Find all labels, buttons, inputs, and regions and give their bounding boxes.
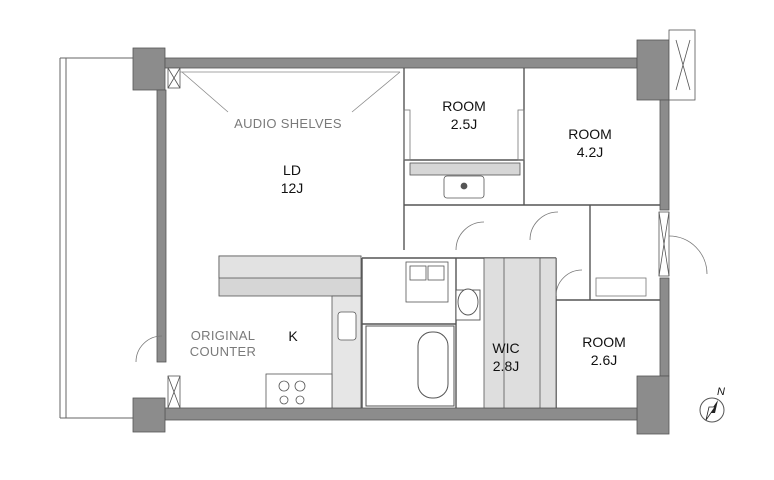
wic-size: 2.8J <box>492 357 520 374</box>
wic-name: WIC <box>492 340 520 356</box>
room-b-size: 4.2J <box>576 143 604 160</box>
windows <box>167 29 696 409</box>
room-a-name: ROOM <box>442 98 486 114</box>
compass-n: N <box>717 386 725 398</box>
room-label-wic: WIC 2.8J <box>476 340 536 375</box>
room-label-kitchen: K <box>278 328 308 346</box>
original-counter-line2: COUNTER <box>189 344 257 360</box>
room-label-room-a: ROOM 2.5J <box>434 98 494 133</box>
room-label-room-b: ROOM 4.2J <box>560 126 620 161</box>
audio-shelves-text: AUDIO SHELVES <box>234 116 342 131</box>
balcony <box>59 57 133 419</box>
ld-size: 12J <box>280 179 304 196</box>
room-label-ld: LD 12J <box>262 162 322 197</box>
compass-icon <box>699 397 725 423</box>
kitchen-counter <box>218 255 362 409</box>
closets <box>403 109 647 297</box>
kitchen-name: K <box>288 328 298 344</box>
bathtub <box>365 325 455 407</box>
audio-shelves-lines <box>180 71 401 113</box>
toilet <box>455 288 481 321</box>
compass-north-label: N <box>714 386 728 400</box>
original-counter-line1: ORIGINAL <box>190 328 256 343</box>
room-c-size: 2.6J <box>590 351 618 368</box>
washroom-fixtures <box>405 261 449 303</box>
wic-area <box>483 257 557 409</box>
note-audio-shelves: AUDIO SHELVES <box>218 116 358 132</box>
note-original-counter: ORIGINAL COUNTER <box>178 328 268 361</box>
outer-walls <box>132 39 670 435</box>
room-label-room-c: ROOM 2.6J <box>574 334 634 369</box>
room-a-size: 2.5J <box>450 115 478 132</box>
room-c-name: ROOM <box>582 334 626 350</box>
door-swings <box>135 211 708 363</box>
ld-name: LD <box>283 162 301 178</box>
vanity-counter <box>409 162 521 199</box>
room-b-name: ROOM <box>568 126 612 142</box>
